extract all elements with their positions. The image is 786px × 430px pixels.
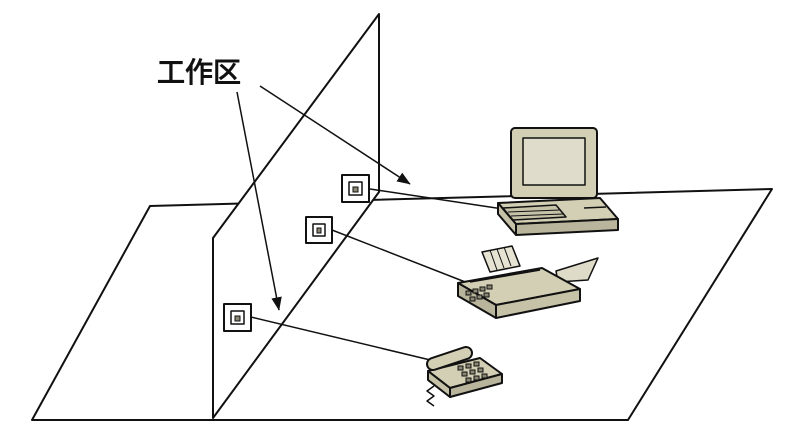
cable-to-phone <box>250 316 448 365</box>
fax-paper-slot <box>469 269 541 283</box>
cable-to-fax <box>331 229 474 286</box>
floor-plane <box>31 188 773 421</box>
fax-button <box>479 286 486 292</box>
phone-key <box>465 363 472 369</box>
phone-key <box>457 365 464 371</box>
label-arrow-to-bottom-outlet <box>236 91 282 311</box>
fax-button <box>483 292 490 298</box>
fax-paper-edge <box>496 248 505 269</box>
fax-paper-edge <box>489 249 498 271</box>
phone-key <box>461 371 468 377</box>
phone-key <box>469 369 476 375</box>
computer-screen <box>522 137 586 186</box>
keyboard-key-row <box>507 209 561 213</box>
work-area-label: 工作区 <box>157 57 241 88</box>
outlet-jack <box>352 186 359 193</box>
telephone-icon <box>426 346 503 407</box>
phone-key <box>477 367 484 373</box>
keyboard-key-row <box>510 213 564 217</box>
cable-to-computer <box>369 188 504 210</box>
wall-plane <box>212 13 380 419</box>
phone-cord <box>426 385 435 407</box>
fax-button <box>469 296 476 302</box>
phone-handset <box>428 348 471 369</box>
computer-keyboard <box>502 204 567 221</box>
outlet-jack <box>316 227 322 234</box>
fax-button <box>472 288 479 294</box>
phone-key <box>473 375 480 381</box>
wall-outlet-middle <box>305 216 333 244</box>
fax-button <box>465 290 472 296</box>
fax-button <box>476 294 483 300</box>
fax-body-front-right <box>495 288 581 319</box>
fax-button <box>486 284 493 290</box>
phone-key <box>481 373 488 379</box>
outlet-jack <box>234 315 241 322</box>
label-arrow-to-top-outlet <box>259 85 411 185</box>
phone-key <box>473 361 480 367</box>
phone-body-left <box>427 370 451 398</box>
floppy-slot <box>583 206 607 209</box>
wall-outlet-top <box>341 174 370 203</box>
phone-key <box>465 377 472 383</box>
wall-outlet-bottom <box>223 303 252 332</box>
fax-machine-icon <box>457 245 599 319</box>
computer-icon <box>497 127 619 236</box>
fax-paper-edge <box>503 246 512 267</box>
